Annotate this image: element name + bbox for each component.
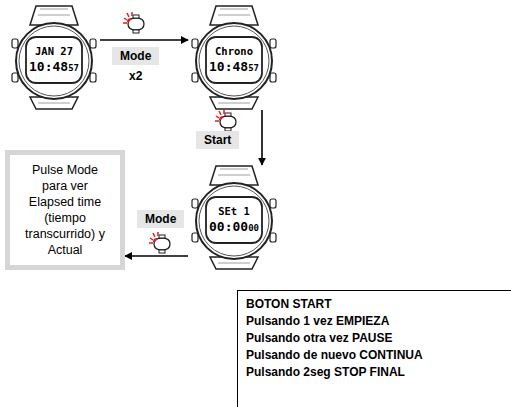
lcd-time: 10:48 [29,59,68,74]
instruction-box: BOTON STARTPulsando 1 vez EMPIEZAPulsand… [237,290,511,407]
lcd-text: JAN 27 [35,45,73,57]
lcd-seconds: 57 [68,63,79,73]
lcd-text: Chrono [215,45,253,57]
lcd-seconds: 00 [248,223,259,233]
watch-outline [8,5,100,110]
lcd-display: SEt 100:0000 [206,197,262,243]
flow-arrow [125,255,188,257]
flow-arrow [100,39,188,41]
instruction-line: Pulsando otra vez PAUSE [246,330,503,347]
button-label: Mode [112,47,159,65]
lcd-display: Chrono10:4857 [206,37,262,83]
watch-node: JAN 2710:4857 [8,5,100,110]
button-icon [215,110,236,131]
watch-outline [188,5,280,110]
instruction-line: Pulsando 1 vez EMPIEZA [246,313,503,330]
lcd-row: 10:4857 [209,57,259,75]
note-text: Pulse Mode para ver Elapsed time (tiempo… [18,162,112,258]
instruction-line: BOTON START [246,296,503,313]
watch-node: SEt 100:0000 [188,165,280,270]
repeat-count: x2 [127,69,144,83]
lcd-time: 10:48 [209,59,248,74]
button-label: Mode [137,210,184,228]
note-box: Pulse Mode para ver Elapsed time (tiempo… [5,150,125,270]
watch-outline [188,165,280,270]
lcd-seconds: 57 [248,63,259,73]
lcd-display: JAN 2710:4857 [26,37,82,83]
watch-node: Chrono10:4857 [188,5,280,110]
instruction-line: Pulsando de nuevo CONTINUA [246,347,503,364]
button-icon [123,12,144,33]
button-icon [149,232,170,253]
flow-arrow [261,110,263,165]
button-label: Start [196,131,239,149]
instruction-line: Pulsando 2seg STOP FINAL [246,364,503,381]
lcd-text: SEt 1 [218,205,250,217]
lcd-row: 10:4857 [29,57,79,75]
lcd-row: 00:0000 [209,217,259,235]
lcd-time: 00:00 [209,219,248,234]
